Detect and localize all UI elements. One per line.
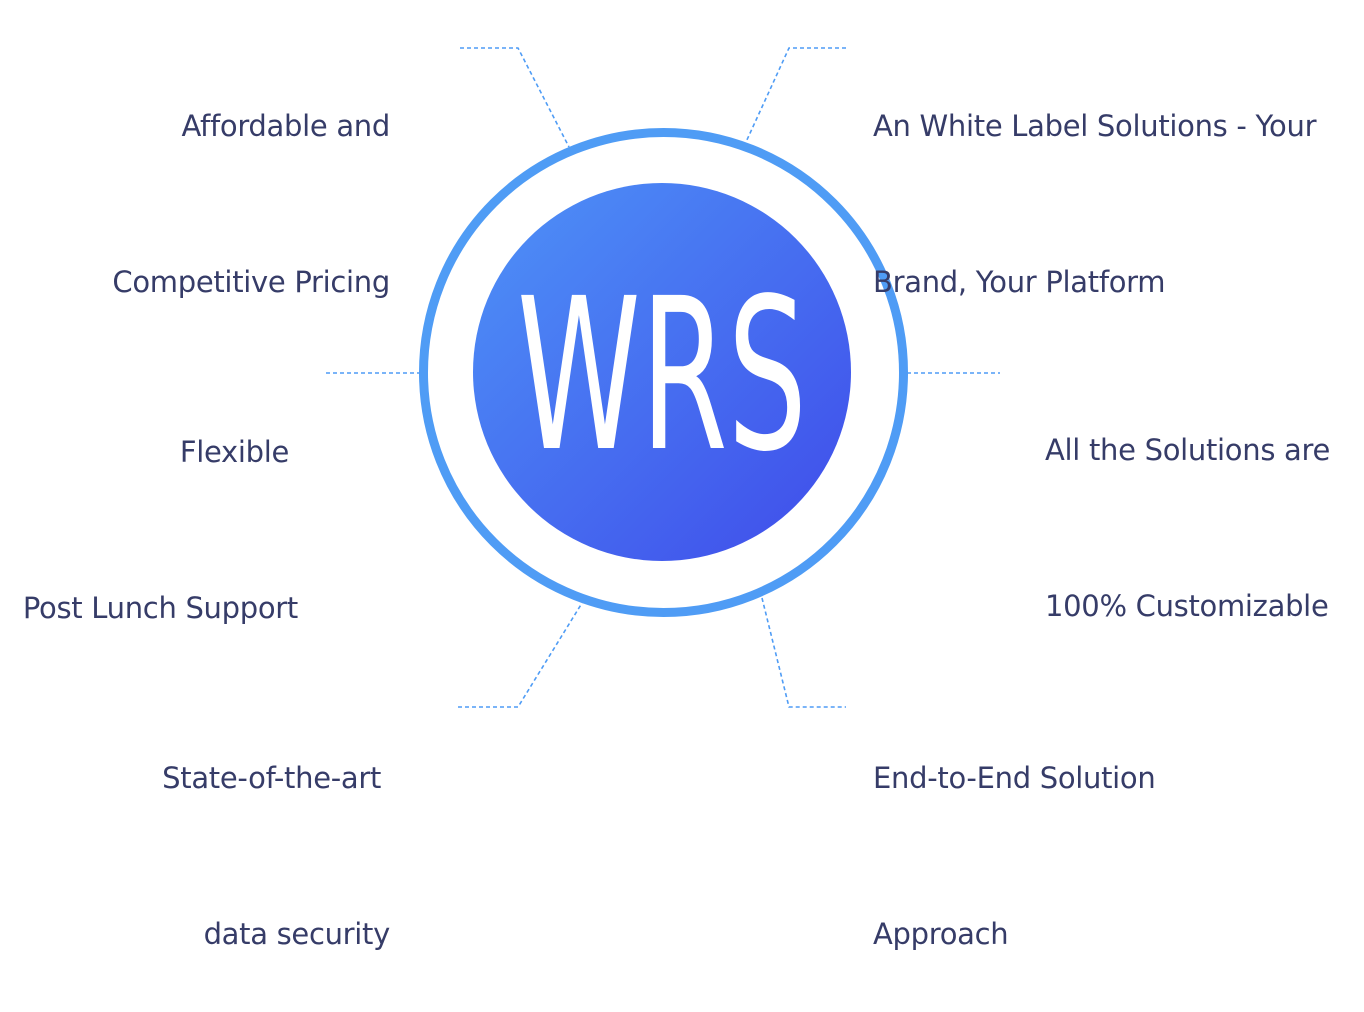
feature-data-security: State-of-the-art data security <box>162 648 390 1012</box>
center-hub <box>473 183 851 561</box>
feature-line: Brand, Your Platform <box>873 265 1166 299</box>
connector-top-left <box>460 47 570 148</box>
center-hub-label: WRS <box>517 253 807 498</box>
feature-line: State-of-the-art <box>162 761 390 795</box>
feature-customizable: All the Solutions are 100% Customizable <box>1045 320 1330 684</box>
feature-flexible-support: Flexible Post Lunch Support <box>23 322 298 686</box>
feature-line: Affordable and <box>181 109 391 143</box>
feature-line: Post Lunch Support <box>22 591 298 625</box>
outer-ring <box>419 128 908 617</box>
connector-top-right <box>745 47 846 143</box>
feature-line: 100% Customizable <box>1045 589 1329 623</box>
feature-line: Flexible <box>179 435 298 469</box>
feature-line: Approach <box>873 917 1009 951</box>
wrs-diagram: WRS <box>326 47 1000 708</box>
connector-bottom-right <box>761 597 846 708</box>
feature-affordable-pricing: Affordable and Competitive Pricing <box>112 0 390 360</box>
feature-line: An White Label Solutions - Your <box>873 109 1317 143</box>
feature-line: data security <box>203 917 391 951</box>
feature-line: End-to-End Solution <box>873 761 1156 795</box>
feature-line: All the Solutions are <box>1045 433 1331 467</box>
connector-bottom-left <box>458 602 583 708</box>
feature-white-label: An White Label Solutions - Your Brand, Y… <box>873 0 1317 360</box>
feature-line: Competitive Pricing <box>112 265 390 299</box>
feature-end-to-end: End-to-End Solution Approach <box>873 648 1156 1012</box>
